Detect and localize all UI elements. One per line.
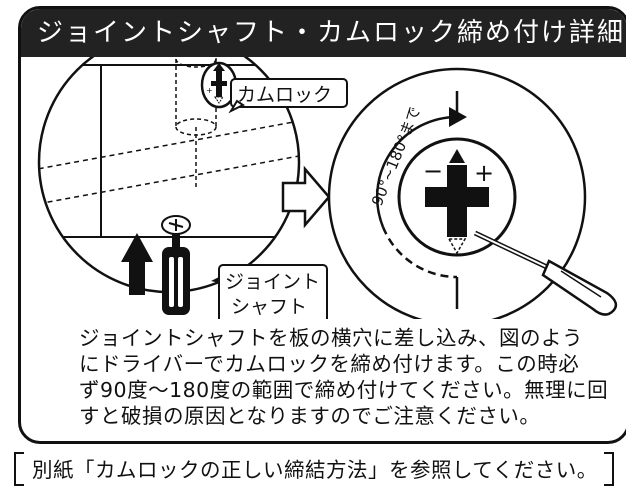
description-line: にドライバーでカムロックを締め付けます。この時必 [79, 352, 580, 376]
description-line: すと破損の原因となりますのでご注意ください。 [79, 404, 541, 428]
right-bracket [604, 452, 614, 486]
next-step-arrow-icon [281, 165, 331, 229]
instruction-panel: ジョイントシャフト・カムロック締め付け詳細 [18, 6, 626, 444]
left-bracket [14, 452, 24, 486]
joint-shaft-label-2: シャフト [231, 296, 307, 318]
description: ジョイントシャフトを板の横穴に差し込み、図のよう にドライバーでカムロックを締め… [79, 325, 619, 429]
panel-title: ジョイントシャフト・カムロック締め付け詳細 [21, 9, 626, 57]
illustration: + カムロック ジョイント シャフ [37, 57, 618, 319]
joint-shaft-icon [161, 215, 191, 315]
cam-lock-label: カムロック [237, 84, 332, 106]
footer-text: 別紙「カムロックの正しい締結方法」を参照してください。 [32, 458, 598, 482]
description-line: ず90度〜180度の範囲で締め付けてください。無理に回 [79, 378, 609, 402]
joint-shaft-callout: ジョイント シャフト [211, 264, 328, 319]
joint-shaft-label-1: ジョイント [225, 271, 320, 293]
panel-detail-circle: + [37, 57, 301, 315]
minus-sign: − [423, 157, 443, 185]
footer-note: 別紙「カムロックの正しい締結方法」を参照してください。 [14, 452, 614, 488]
screwdriver-icon [473, 230, 618, 316]
svg-text:+: + [206, 86, 213, 95]
description-line: ジョイントシャフトを板の横穴に差し込み、図のよう [79, 326, 583, 350]
cam-lock-callout: カムロック [228, 78, 348, 114]
cam-lock-detail-circle: − + 90°~180°まで [327, 67, 618, 319]
plus-sign: + [474, 159, 494, 187]
